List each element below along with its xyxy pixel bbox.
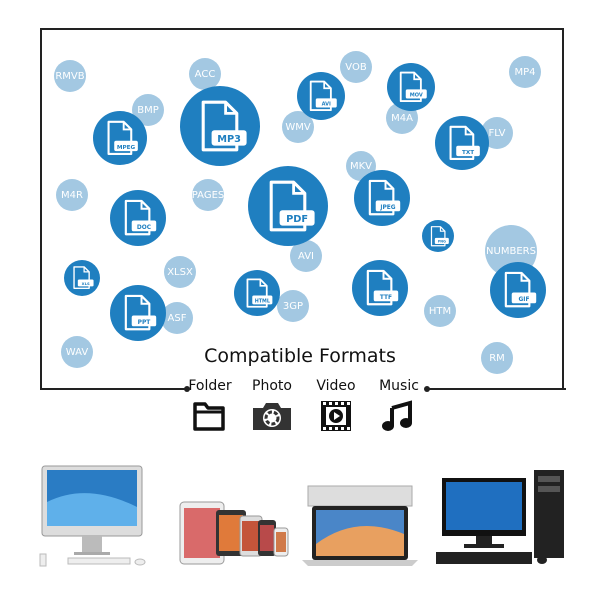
file-format-icon: MOV xyxy=(387,63,435,111)
document-icon: MPEG xyxy=(107,120,138,156)
format-label: NUMBERS xyxy=(486,245,536,257)
format-bubble: HTM xyxy=(424,295,456,327)
format-label: M4R xyxy=(61,189,83,201)
file-format-icon: XLS xyxy=(64,260,100,296)
format-label: RM xyxy=(489,352,505,364)
music-note-icon xyxy=(382,400,412,431)
format-label: BMP xyxy=(137,104,159,116)
format-label: MOV xyxy=(410,93,423,99)
format-bubble: AVI xyxy=(290,240,322,272)
format-label: AVI xyxy=(322,102,331,108)
format-label: PNG xyxy=(438,239,446,243)
format-bubble: ASF xyxy=(161,302,193,334)
format-label: ACC xyxy=(194,68,216,80)
category-photo-label: Photo xyxy=(252,378,292,394)
file-format-icon: JPEG xyxy=(354,170,410,226)
document-icon: DOC xyxy=(125,200,157,236)
format-label: WMV xyxy=(285,121,311,133)
format-bubble: ACC xyxy=(189,58,221,90)
format-label: MKV xyxy=(349,160,373,172)
dot xyxy=(184,386,190,392)
document-icon: XLS xyxy=(73,266,94,290)
frame-bottom-right xyxy=(426,388,566,390)
format-label: TTF xyxy=(380,295,392,301)
macbook-devices xyxy=(302,485,418,566)
format-label: RMVB xyxy=(55,70,85,82)
category-folder-label: Folder xyxy=(188,378,232,394)
format-label: MP4 xyxy=(514,66,536,78)
category-video-label: Video xyxy=(316,378,356,394)
format-label: M4A xyxy=(391,112,413,124)
file-format-icon: TXT xyxy=(435,116,489,170)
document-icon: PPT xyxy=(125,295,157,331)
windows-pc-devices xyxy=(436,470,564,564)
document-icon: PDF xyxy=(269,180,315,232)
file-format-icon: HTML xyxy=(234,270,280,316)
format-label: HTML xyxy=(255,298,270,304)
format-label: 3GP xyxy=(282,300,304,312)
document-icon: AVI xyxy=(309,80,337,112)
format-label: MP3 xyxy=(217,134,241,145)
format-label: PAGES xyxy=(191,189,225,201)
dot xyxy=(424,386,430,392)
format-bubble: RMVB xyxy=(54,60,86,92)
format-label: XLSX xyxy=(167,266,193,278)
format-label: GIF xyxy=(519,297,530,303)
format-bubble: M4R xyxy=(56,179,88,211)
format-label: DOC xyxy=(137,225,151,231)
category-music-label: Music xyxy=(379,378,419,394)
document-icon: GIF xyxy=(505,272,537,308)
document-icon: MP3 xyxy=(201,100,247,152)
document-icon: MOV xyxy=(399,71,427,103)
file-format-icon: TTF xyxy=(352,260,408,316)
format-bubble: XLSX xyxy=(164,256,196,288)
file-format-icon: GIF xyxy=(490,262,546,318)
imac-device xyxy=(39,465,146,567)
format-bubble: MP4 xyxy=(509,56,541,88)
file-format-icon: MP3 xyxy=(180,86,260,166)
format-label: VOB xyxy=(345,61,367,73)
file-format-icon: PNG xyxy=(422,220,454,252)
document-icon: JPEG xyxy=(369,180,401,216)
format-label: PPT xyxy=(138,320,151,326)
file-format-icon: DOC xyxy=(110,190,166,246)
format-bubble: 3GP xyxy=(277,290,309,322)
format-bubble: VOB xyxy=(340,51,372,83)
folder-icon xyxy=(193,402,225,431)
format-label: TXT xyxy=(462,150,474,156)
document-icon: TTF xyxy=(367,270,399,306)
format-label: HTM xyxy=(428,305,452,317)
frame-bottom-left xyxy=(40,388,188,390)
frame xyxy=(40,28,564,390)
file-format-icon: MPEG xyxy=(93,111,147,165)
format-label: MPEG xyxy=(117,145,136,151)
file-format-icon: PPT xyxy=(110,285,166,341)
format-label: FLV xyxy=(488,127,506,139)
format-bubble: RM xyxy=(481,342,513,374)
format-bubble: WMV xyxy=(282,111,314,143)
file-format-icon: PDF xyxy=(248,166,328,246)
format-label: WAV xyxy=(65,346,89,358)
format-bubble: WAV xyxy=(61,336,93,368)
format-label: JPEG xyxy=(380,205,396,211)
title: Compatible Formats xyxy=(204,345,396,367)
format-label: ASF xyxy=(167,312,187,324)
document-icon: HTML xyxy=(246,278,273,308)
document-icon: TXT xyxy=(449,125,480,161)
film-icon xyxy=(321,401,351,431)
format-bubble: PAGES xyxy=(192,179,224,211)
format-label: AVI xyxy=(298,250,314,262)
document-icon: PNG xyxy=(430,225,449,247)
ipad-iphone-devices xyxy=(179,501,289,565)
format-label: XLS xyxy=(82,282,90,286)
camera-icon xyxy=(253,403,291,430)
format-label: PDF xyxy=(286,214,308,225)
file-format-icon: AVI xyxy=(297,72,345,120)
